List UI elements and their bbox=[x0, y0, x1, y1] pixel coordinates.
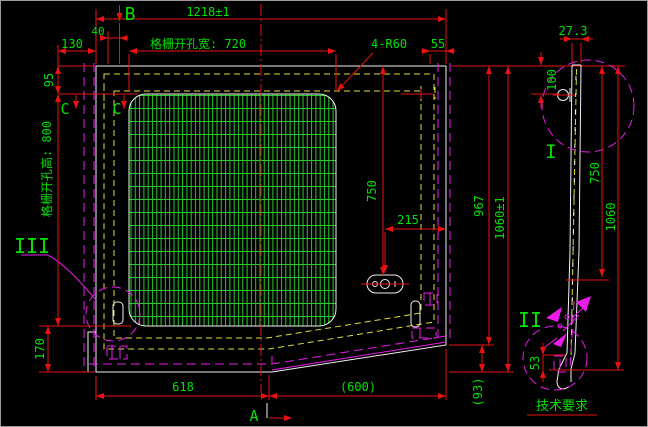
dim-618: 618 bbox=[172, 380, 194, 394]
right-hinge-slot bbox=[410, 292, 438, 339]
dim-side-1060: 1060 bbox=[604, 203, 618, 232]
tech-requirements-note: 技术要求 bbox=[536, 399, 588, 414]
dim-grid-height: 格栅开孔高: 800 bbox=[39, 121, 54, 217]
label-detail-iii: III bbox=[14, 234, 50, 258]
main-view-hidden-frames bbox=[103, 73, 435, 350]
lock-slot bbox=[361, 274, 409, 294]
dim-600: (600) bbox=[340, 380, 376, 394]
dim-750-main: 750 bbox=[365, 180, 379, 202]
dim-55: 55 bbox=[431, 37, 445, 51]
label-section-a: A bbox=[249, 407, 258, 425]
detail-ii-circle bbox=[522, 325, 588, 391]
label-detail-i: I bbox=[545, 141, 556, 163]
grille-opening-hatch bbox=[128, 93, 337, 327]
side-view-profile bbox=[553, 64, 582, 390]
side-view-dimensions bbox=[531, 36, 624, 382]
label-section-c-left: C bbox=[60, 100, 69, 118]
dim-170: 170 bbox=[33, 338, 47, 360]
dim-95: 95 bbox=[42, 73, 56, 87]
label-detail-ii: II bbox=[518, 308, 542, 332]
dim-grid-width: 格栅开孔宽: 720 bbox=[150, 36, 246, 51]
dim-side-750: 750 bbox=[588, 162, 602, 184]
left-hinge-slot bbox=[106, 301, 128, 360]
label-section-b: B bbox=[125, 4, 136, 25]
dim-side-width: 27.3 bbox=[559, 24, 588, 38]
dim-967: 967 bbox=[472, 195, 486, 217]
detail-iii-circle bbox=[21, 254, 141, 342]
dim-corner-radius: 4-R60 bbox=[371, 37, 407, 51]
dim-130: 130 bbox=[61, 37, 83, 51]
dimension-lines bbox=[39, 5, 625, 421]
dim-side-100: 100 bbox=[545, 69, 559, 91]
dim-side-53: 53 bbox=[528, 356, 542, 370]
label-section-c-right: C bbox=[112, 100, 121, 118]
dim-215: 215 bbox=[397, 213, 419, 227]
detail-i-circle bbox=[541, 59, 635, 153]
dim-93: (93) bbox=[471, 378, 485, 407]
dim-1060-main: 1060±1 bbox=[493, 196, 507, 239]
main-view-center-lines bbox=[83, 63, 451, 372]
hinge-mechanism bbox=[540, 296, 591, 373]
dim-40: 40 bbox=[91, 25, 104, 38]
dim-overall-width: 1218±1 bbox=[186, 5, 229, 19]
